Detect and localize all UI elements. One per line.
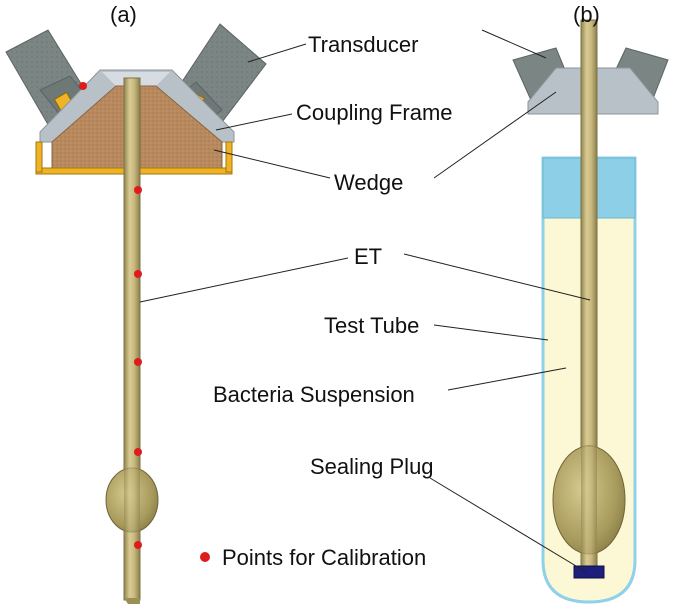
et-label: ET: [354, 244, 382, 269]
bacteria-suspension-label: Bacteria Suspension: [213, 382, 415, 407]
calibration-point: [134, 270, 142, 278]
calibration-point: [134, 358, 142, 366]
calibration-point: [134, 186, 142, 194]
legend-calibration-marker: [200, 552, 210, 562]
legend: Points for Calibration: [200, 545, 426, 570]
calibration-point: [134, 448, 142, 456]
leader-lines: [139, 29, 591, 573]
calibration-point: [134, 541, 142, 549]
calibration-points: [79, 82, 142, 549]
panel-b-label: (b): [573, 2, 600, 27]
transducer-label: Transducer: [308, 32, 418, 57]
panel-b: [512, 19, 669, 604]
coupling-frame-label: Coupling Frame: [296, 100, 453, 125]
test-tube-label: Test Tube: [324, 313, 419, 338]
panel-a-label: (a): [110, 2, 137, 27]
wedge-label: Wedge: [334, 170, 403, 195]
legend-calibration-label: Points for Calibration: [222, 545, 426, 570]
calibration-point: [79, 82, 87, 90]
panel-a: [5, 23, 267, 604]
sealing-plug-label: Sealing Plug: [310, 454, 434, 479]
